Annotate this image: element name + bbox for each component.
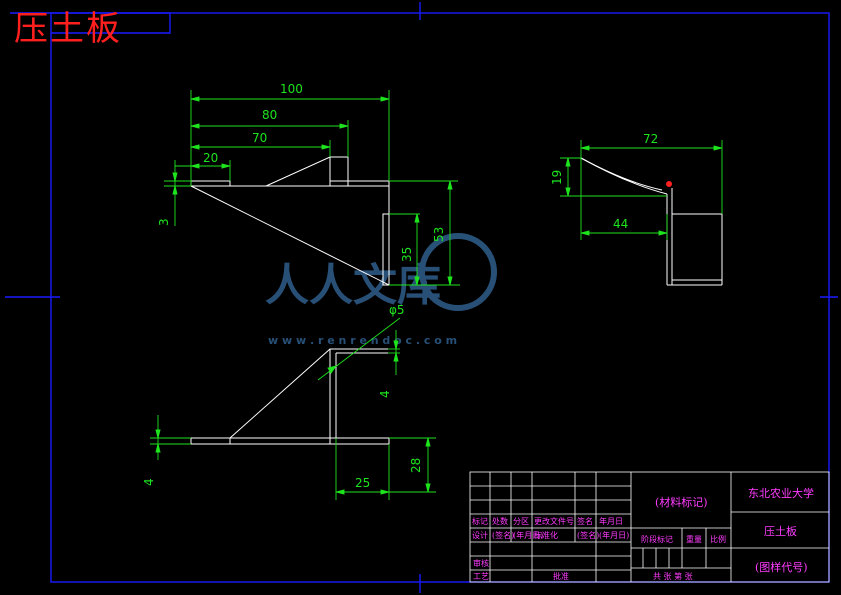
dim-4b: 4: [142, 478, 156, 486]
side-view-outline: [580, 157, 723, 286]
standardization-label: 标准化: [534, 530, 558, 540]
dim-19: 19: [550, 170, 564, 185]
dim-3: 3: [157, 218, 171, 226]
material-mark: (材料标记): [655, 495, 708, 509]
front-view-outline: [190, 156, 390, 286]
side-view-dimension-lines: [560, 140, 723, 240]
hdr-count: 处数: [492, 516, 508, 526]
dim-80: 80: [262, 108, 277, 122]
process-label: 工艺: [473, 572, 489, 581]
design-date: (年月日): [513, 530, 543, 540]
side-view: 72 19 44: [550, 132, 723, 286]
part-name: 压土板: [764, 524, 797, 538]
hdr-zone: 分区: [513, 517, 529, 526]
school-name: 东北农业大学: [748, 486, 814, 500]
design-sign: (签名): [492, 530, 514, 540]
watermark-text: 人人文库: [265, 260, 441, 311]
sheet-count: 共 张 第 张: [653, 571, 693, 581]
dim-72: 72: [643, 132, 658, 146]
drawing-title: 压土板: [14, 9, 122, 49]
bottom-view-dimension-lines: [150, 317, 436, 500]
drawing-code: (图样代号): [755, 560, 808, 574]
dim-25: 25: [355, 476, 370, 490]
dim-35: 35: [400, 247, 414, 262]
dim-70: 70: [252, 131, 267, 145]
approve-label: 批准: [553, 571, 569, 581]
design-label: 设计: [472, 530, 488, 540]
bottom-view-outline: [190, 348, 390, 445]
hdr-mark: 标记: [472, 516, 488, 526]
hdr-change-doc: 更改文件号: [534, 516, 574, 526]
hdr-date: 年月日: [599, 516, 623, 526]
front-view-dimension-lines: [164, 90, 460, 286]
dim-4a: 4: [378, 390, 392, 398]
watermark: 人人文库 w w w . r e n r e n d o c . c o m: [265, 233, 497, 347]
drawing-frame: [5, 2, 838, 593]
review-label: 审核: [473, 558, 489, 568]
dim-53: 53: [432, 227, 446, 242]
dim-44: 44: [613, 217, 628, 231]
front-view: 100 80 70 20 3 35 53: [157, 82, 460, 286]
hdr-sign: 签名: [577, 516, 593, 526]
standardization-date: (年月日): [599, 530, 629, 540]
title-block: (材料标记) 东北农业大学 压土板 (图样代号) 标记 处数 分区 更改文件号 …: [469, 471, 830, 583]
marker-point: [666, 181, 672, 187]
dim-28: 28: [409, 458, 423, 473]
weight-label: 重量: [686, 534, 702, 544]
dim-phi5: φ5: [389, 303, 405, 317]
bottom-view: φ5 4 4 25 28: [142, 303, 436, 500]
scale-label: 比例: [710, 534, 726, 544]
dim-20: 20: [203, 151, 218, 165]
watermark-url: w w w . r e n r e n d o c . c o m: [268, 334, 457, 347]
dim-100: 100: [280, 82, 303, 96]
stage-mark: 阶段标记: [641, 534, 673, 544]
standardization-sign: (签名): [577, 530, 599, 540]
